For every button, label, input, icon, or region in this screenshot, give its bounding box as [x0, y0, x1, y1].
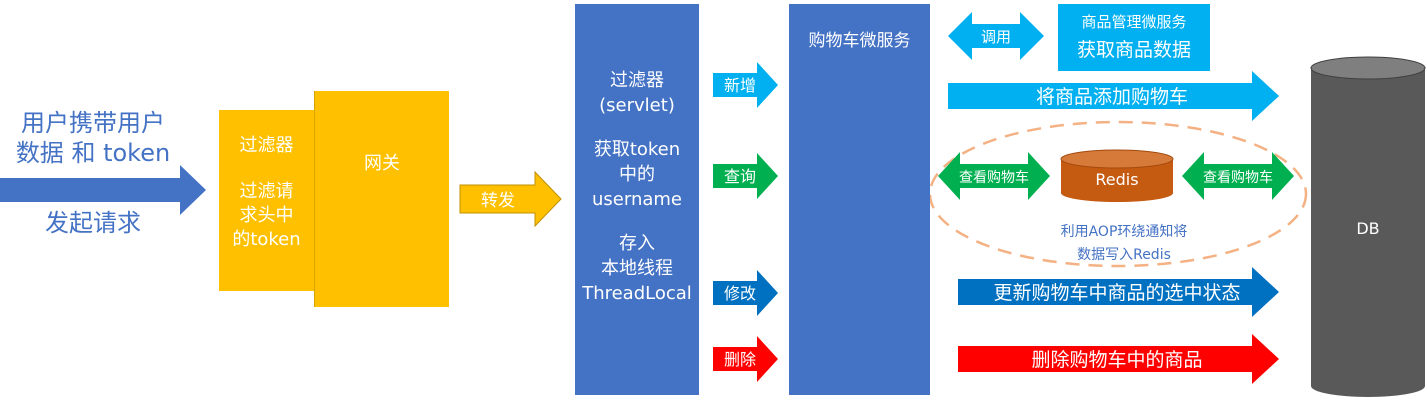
- redis-note-line2: 数据写入Redis: [1077, 247, 1171, 263]
- servlet-line-7: 本地线程: [601, 258, 673, 279]
- gateway-label: 网关: [364, 153, 400, 174]
- redis-label: Redis: [1095, 170, 1138, 189]
- db-label: DB: [1356, 219, 1379, 238]
- filter-title: 过滤器: [239, 135, 294, 156]
- modify-arrow: [713, 270, 778, 316]
- product-service-line-1: 商品管理微服务: [1081, 13, 1187, 31]
- user-line-3: 发起请求: [45, 209, 141, 237]
- view-cart-right-label: 查看购物车: [1203, 169, 1273, 186]
- view-cart-right-arrow: [1182, 152, 1294, 200]
- delete-label: 删除: [724, 350, 756, 369]
- servlet-line-6: 存入: [619, 233, 655, 254]
- query-label: 查询: [724, 167, 756, 186]
- call-label: 调用: [981, 28, 1011, 46]
- delete-arrow: [713, 336, 778, 382]
- view-cart-left-label: 查看购物车: [959, 169, 1029, 186]
- servlet-filter-box: 过滤器 (servlet) 获取token 中的 username 存入 本地线…: [575, 4, 699, 395]
- delete-item-arrow: [958, 334, 1279, 384]
- gateway-box: 网关: [314, 91, 449, 307]
- add-to-cart-label: 将商品添加购物车: [1036, 86, 1188, 108]
- product-service-box: 商品管理微服务 获取商品数据: [1058, 4, 1210, 71]
- forward-label: 转发: [481, 191, 515, 211]
- user-request-action: 发起请求: [8, 208, 178, 238]
- filter-line-2: 求头中: [239, 205, 294, 226]
- call-double-arrow: [948, 12, 1044, 60]
- redis-cylinder: [1060, 149, 1174, 202]
- gateway-filter-box: 过滤器 过滤请 求头中 的token: [219, 110, 315, 291]
- view-cart-left-arrow: [938, 152, 1050, 200]
- user-request-text: 用户携带用户 数据 和 token: [8, 108, 178, 168]
- cart-service-box: 购物车微服务: [789, 4, 930, 395]
- delete-item-label: 删除购物车中的商品: [1031, 349, 1202, 371]
- filter-line-1: 过滤请: [239, 181, 294, 202]
- request-arrow: [0, 165, 206, 215]
- modify-label: 修改: [724, 284, 756, 303]
- servlet-line-3: 获取token: [593, 139, 681, 160]
- servlet-line-8: ThreadLocal: [582, 283, 692, 304]
- redis-note-line1: 利用AOP环绕通知将: [1061, 223, 1188, 240]
- user-line-1: 用户携带用户: [21, 109, 165, 137]
- db-cylinder: [1310, 56, 1426, 397]
- forward-arrow: [459, 170, 562, 228]
- filter-line-3: 的token: [232, 229, 301, 250]
- query-arrow: [713, 153, 778, 199]
- servlet-line-2: (servlet): [599, 95, 675, 116]
- servlet-line-4: 中的: [619, 164, 655, 185]
- servlet-line-5: username: [592, 189, 682, 210]
- product-service-line-2: 获取商品数据: [1076, 39, 1191, 61]
- add-label: 新增: [724, 76, 756, 95]
- add-to-cart-arrow: [948, 71, 1279, 121]
- servlet-line-1: 过滤器: [610, 70, 664, 91]
- cart-service-label: 购物车微服务: [808, 31, 911, 51]
- update-selected-arrow: [958, 267, 1279, 317]
- add-arrow: [713, 62, 778, 108]
- redis-dashed-ellipse: [928, 120, 1308, 268]
- user-line-2: 数据 和 token: [15, 139, 171, 167]
- update-selected-label: 更新购物车中商品的选中状态: [993, 282, 1240, 304]
